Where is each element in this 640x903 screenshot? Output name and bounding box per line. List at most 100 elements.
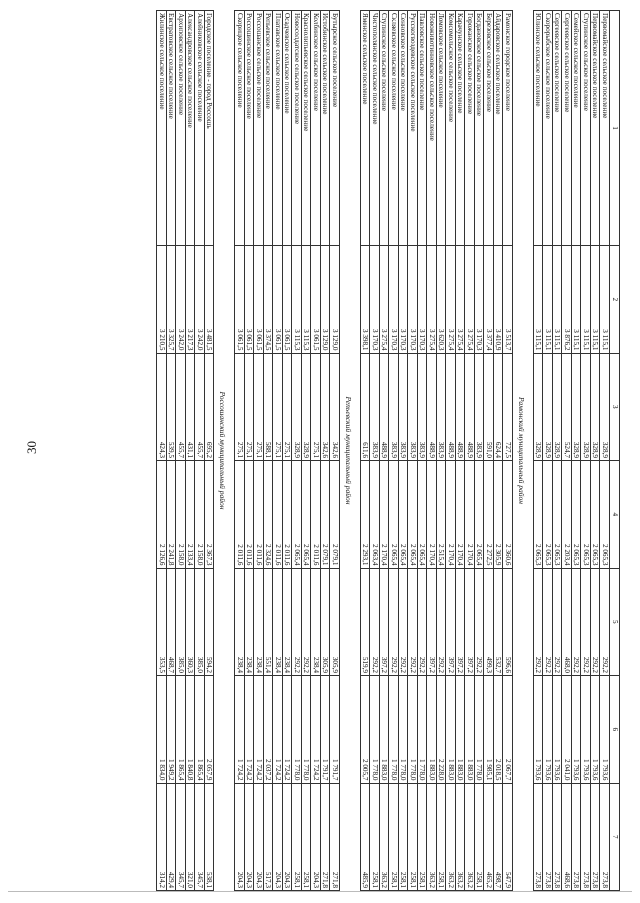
value-cell: 2 158,0 — [195, 460, 205, 568]
value-cell: 1 778,0 — [398, 675, 408, 783]
value-cell: 273,8 — [581, 783, 591, 891]
value-cell: 2 272,5 — [484, 460, 494, 568]
value-cell: 611,6 — [360, 353, 370, 461]
value-cell: 1 778,0 — [389, 675, 399, 783]
value-cell: 273,8 — [571, 783, 581, 891]
rotated-table-frame: 1 2 3 4 5 6 7 Первомайское сельское посе… — [55, 10, 621, 891]
table-body: 1 2 3 4 5 6 7 Первомайское сельское посе… — [157, 10, 620, 891]
value-cell: 2 515,4 — [436, 460, 446, 568]
value-cell: 238,4 — [273, 568, 283, 676]
value-cell: 1 840,8 — [185, 675, 195, 783]
value-cell: 3 115,1 — [600, 245, 610, 353]
value-cell: 2 079,1 — [330, 460, 340, 568]
value-cell: 485,9 — [360, 783, 370, 891]
value-cell: 342,6 — [320, 353, 330, 461]
value-cell: 2 065,3 — [590, 460, 600, 568]
value-cell: 2 079,1 — [320, 460, 330, 568]
value-cell: 524,7 — [562, 353, 572, 461]
value-cell: 532,7 — [493, 568, 503, 676]
settlement-name-cell: Новосолдатское сельское поселение — [292, 10, 302, 246]
value-cell: 424,3 — [157, 353, 167, 461]
value-cell: 2 063,4 — [370, 460, 380, 568]
value-cell: 3 061,5 — [235, 245, 245, 353]
value-cell: 1 778,0 — [474, 675, 484, 783]
value-cell: 275,1 — [273, 353, 283, 461]
value-cell: 258,1 — [408, 783, 418, 891]
value-cell: 328,9 — [543, 353, 553, 461]
value-cell: 2 011,6 — [254, 460, 264, 568]
spacer-row — [528, 11, 534, 891]
value-cell: 2 203,4 — [562, 460, 572, 568]
value-cell: 204,3 — [282, 783, 292, 891]
value-cell: 3 325,7 — [166, 245, 176, 353]
value-cell: 2 005,7 — [360, 675, 370, 783]
district-heading-row: Репьевский муниципальный район — [340, 11, 356, 891]
settlement-name-cell: Жилинское сельское поселение — [157, 10, 167, 246]
scan-edge-line — [8, 891, 632, 892]
value-cell: 596,6 — [503, 568, 513, 676]
value-cell: 273,8 — [590, 783, 600, 891]
value-cell: 2 170,4 — [427, 460, 437, 568]
value-cell: 271,8 — [330, 783, 340, 891]
value-cell: 3 115,1 — [581, 245, 591, 353]
settlement-name-cell: Россошинское сельское поселение — [244, 10, 254, 246]
value-cell: 3 115,1 — [533, 245, 543, 353]
settlement-name-cell: Яменское сельское поселение — [360, 10, 370, 246]
settlement-name-cell: Рамонское городское поселение — [503, 10, 513, 246]
column-header: 5 — [609, 568, 620, 676]
value-cell: 345,7 — [176, 783, 186, 891]
value-cell: 204,3 — [254, 783, 264, 891]
settlement-name-cell: Ступинское сельское поселение — [379, 10, 389, 246]
district-title: Репьевский муниципальный район — [343, 396, 353, 505]
value-cell: 3 115,1 — [552, 245, 562, 353]
district-heading-row: Россошанский муниципальный район — [214, 11, 230, 891]
settlement-name-cell: Сергеевское сельское поселение — [552, 10, 562, 246]
value-cell: 1 793,6 — [571, 675, 581, 783]
value-cell: 305,9 — [320, 568, 330, 676]
value-cell: 3 410,9 — [493, 245, 503, 353]
value-cell: 305,9 — [330, 568, 340, 676]
value-cell: 275,1 — [311, 353, 321, 461]
value-cell: 342,6 — [330, 353, 340, 461]
value-cell: 328,9 — [600, 353, 610, 461]
value-cell: 3 170,3 — [370, 245, 380, 353]
settlement-name-cell: Павловское сельское поселение — [417, 10, 427, 246]
value-cell: 1 791,7 — [320, 675, 330, 783]
value-cell: 292,2 — [398, 568, 408, 676]
value-cell: 2 305,9 — [493, 460, 503, 568]
value-cell: 624,4 — [493, 353, 503, 461]
settlement-name-cell: Богдановское сельское поселение — [474, 10, 484, 246]
value-cell: 2 011,6 — [235, 460, 245, 568]
value-cell: 695,2 — [204, 353, 214, 461]
value-cell: 2 018,5 — [493, 675, 503, 783]
value-cell: 1 883,0 — [465, 675, 475, 783]
value-cell: 258,1 — [301, 783, 311, 891]
value-cell: 292,2 — [301, 568, 311, 676]
value-cell: 431,1 — [185, 353, 195, 461]
settlement-name-cell: Комсомольское сельское поселение — [446, 10, 456, 246]
value-cell: 273,8 — [533, 783, 543, 891]
value-cell: 2 067,7 — [503, 675, 513, 783]
value-cell: 292,2 — [370, 568, 380, 676]
value-cell: 328,9 — [571, 353, 581, 461]
budget-table: 1 2 3 4 5 6 7 Первомайское сельское посе… — [157, 10, 621, 891]
value-cell: 488,9 — [446, 353, 456, 461]
value-cell: 498,7 — [493, 783, 503, 891]
value-cell: 468,0 — [562, 568, 572, 676]
